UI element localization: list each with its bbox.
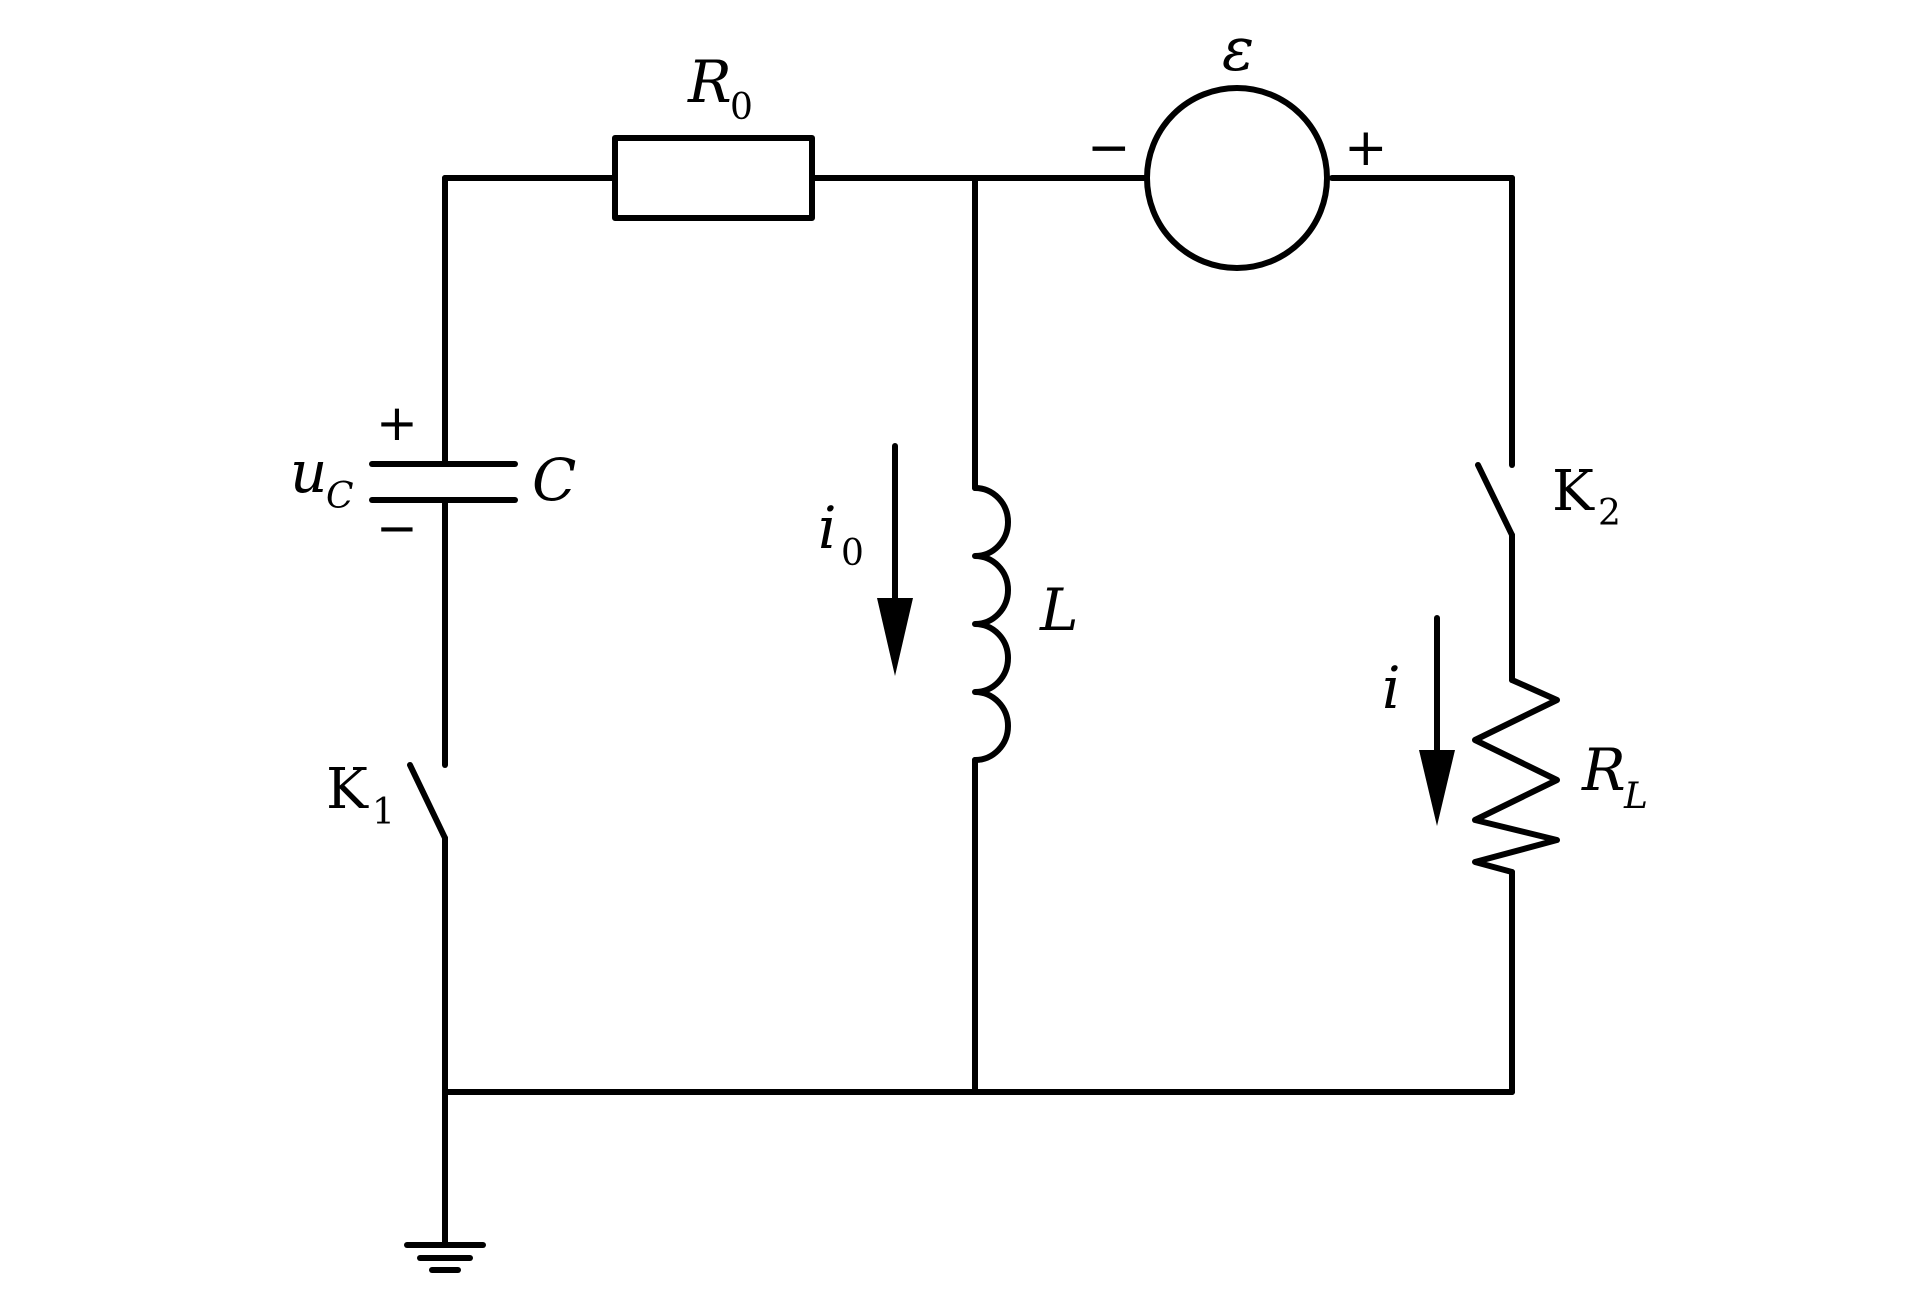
- rl-subscript: L: [1623, 776, 1648, 817]
- resistor-rl-zigzag: [1472, 677, 1560, 875]
- r0-label: R: [687, 48, 732, 116]
- i-label: i: [1382, 654, 1401, 722]
- switch-k1: K 1: [326, 757, 448, 841]
- resistor-rl: R L: [1472, 677, 1648, 875]
- voltage-source-emf: ε − +: [1087, 15, 1388, 271]
- switch-k2: K 2: [1475, 459, 1621, 538]
- i0-label: i: [818, 494, 837, 562]
- l-label: L: [1039, 576, 1079, 644]
- inductor-coil: [972, 485, 1011, 763]
- k1-label: K: [326, 757, 369, 822]
- capacitor-minus-sign: −: [376, 499, 418, 557]
- inductor-l: L: [972, 485, 1079, 763]
- resistor-r0-body: [612, 135, 815, 221]
- emf-plus-sign: +: [1344, 118, 1388, 178]
- resistor-r0: R 0: [612, 48, 815, 221]
- i0-subscript: 0: [841, 533, 864, 574]
- uc-subscript: C: [326, 476, 354, 517]
- emf-label: ε: [1222, 15, 1254, 85]
- ground-symbol: [404, 1242, 486, 1273]
- i-arrow-head: [1419, 750, 1455, 826]
- c-label: C: [532, 446, 576, 514]
- capacitor-c: + − u C C: [290, 394, 576, 557]
- k2-label: K: [1552, 459, 1595, 524]
- capacitor-plus-sign: +: [376, 394, 418, 452]
- current-arrow-i0: i 0: [818, 443, 913, 676]
- r0-subscript: 0: [730, 87, 753, 128]
- rl-label: R: [1581, 736, 1626, 804]
- current-arrow-i: i: [1382, 615, 1455, 826]
- wires: [442, 175, 1515, 1248]
- k1-subscript: 1: [372, 792, 395, 833]
- k2-subscript: 2: [1598, 493, 1621, 534]
- switch-k1-blade: [407, 762, 448, 841]
- i0-arrow-head: [877, 598, 913, 676]
- emf-minus-sign: −: [1087, 118, 1131, 178]
- emf-circle: [1144, 85, 1330, 271]
- uc-label: u: [290, 438, 327, 506]
- switch-k2-blade: [1475, 462, 1515, 538]
